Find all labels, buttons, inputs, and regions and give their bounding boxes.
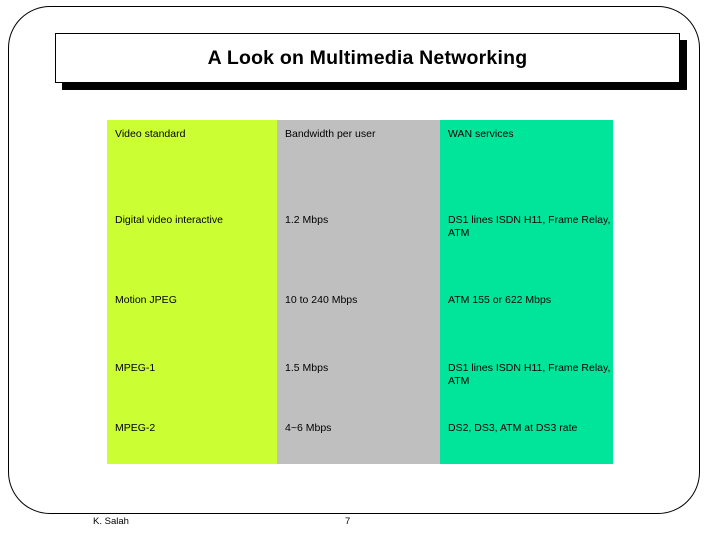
cell-wan-services: DS1 lines ISDN H11, Frame Relay, ATM <box>440 354 613 414</box>
cell-video-standard: MPEG-2 <box>107 414 277 464</box>
table-header-video-standard: Video standard <box>107 120 277 206</box>
page-title: A Look on Multimedia Networking <box>207 46 528 69</box>
table-header-row: Video standard Bandwidth per user WAN se… <box>107 120 613 206</box>
table-header-wan-services: WAN services <box>440 120 613 206</box>
cell-bandwidth: 10 to 240 Mbps <box>277 286 440 354</box>
cell-wan-services: DS2, DS3, ATM at DS3 rate <box>440 414 613 464</box>
slide-border-frame <box>8 6 700 514</box>
table-row: Digital video interactive 1.2 Mbps DS1 l… <box>107 206 613 286</box>
cell-video-standard: Motion JPEG <box>107 286 277 354</box>
table-row: Motion JPEG 10 to 240 Mbps ATM 155 or 62… <box>107 286 613 354</box>
cell-wan-services: DS1 lines ISDN H11, Frame Relay, ATM <box>440 206 613 286</box>
footer-author: K. Salah <box>93 516 129 527</box>
table-row: MPEG-1 1.5 Mbps DS1 lines ISDN H11, Fram… <box>107 354 613 414</box>
cell-video-standard: Digital video interactive <box>107 206 277 286</box>
footer-page-number: 7 <box>345 516 351 527</box>
cell-video-standard: MPEG-1 <box>107 354 277 414</box>
title-box: A Look on Multimedia Networking <box>55 33 680 83</box>
table-header-bandwidth: Bandwidth per user <box>277 120 440 206</box>
cell-bandwidth: 4~6 Mbps <box>277 414 440 464</box>
multimedia-standards-table: Video standard Bandwidth per user WAN se… <box>107 120 613 464</box>
cell-wan-services: ATM 155 or 622 Mbps <box>440 286 613 354</box>
cell-bandwidth: 1.5 Mbps <box>277 354 440 414</box>
cell-bandwidth: 1.2 Mbps <box>277 206 440 286</box>
table-row: MPEG-2 4~6 Mbps DS2, DS3, ATM at DS3 rat… <box>107 414 613 464</box>
